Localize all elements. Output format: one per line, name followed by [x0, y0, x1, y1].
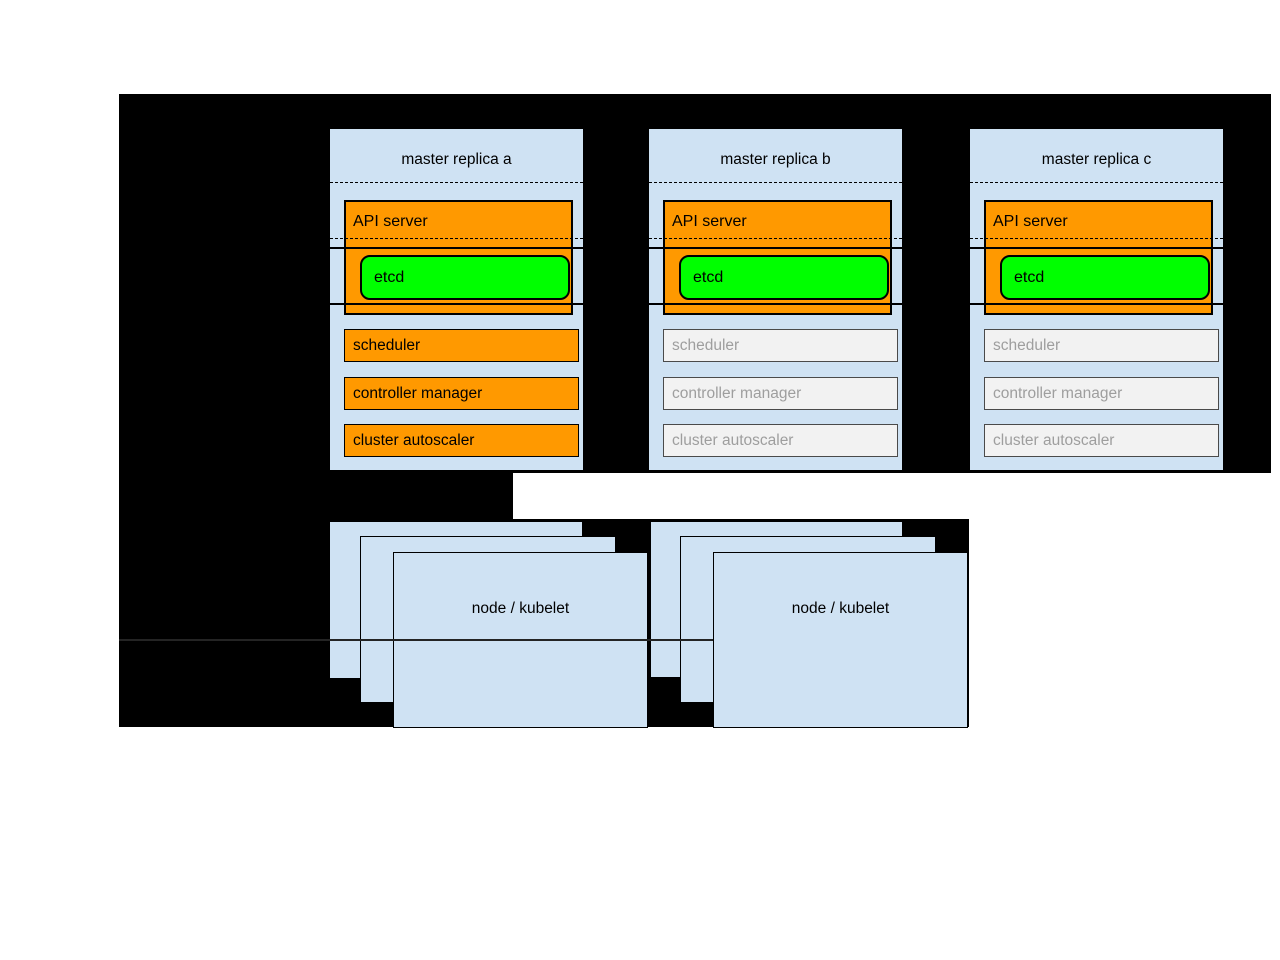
node-box-front: node / kubelet — [713, 552, 968, 728]
node-kubelet-label: node / kubelet — [471, 600, 570, 617]
node-kubelet-label: node / kubelet — [791, 600, 890, 617]
solid-divider — [330, 247, 583, 249]
dashed-divider — [970, 238, 1223, 239]
dashed-divider — [330, 182, 583, 183]
component-row-cluster-autoscaler: cluster autoscaler — [663, 424, 898, 457]
dashed-divider — [649, 238, 902, 239]
component-row-scheduler: scheduler — [663, 329, 898, 362]
solid-divider — [330, 303, 583, 305]
dashed-divider — [330, 238, 583, 239]
solid-divider — [649, 303, 902, 305]
etcd-box: etcd — [1000, 255, 1210, 300]
cluster-connector-line — [119, 639, 713, 641]
component-row-controller-manager: controller manager — [344, 377, 579, 410]
solid-divider — [970, 247, 1223, 249]
component-row-cluster-autoscaler: cluster autoscaler — [344, 424, 579, 457]
master-replica-c-box: master replica c API server etcd schedul… — [969, 128, 1224, 471]
component-row-controller-manager: controller manager — [984, 377, 1219, 410]
dashed-divider — [970, 182, 1223, 183]
component-row-scheduler: scheduler — [984, 329, 1219, 362]
replica-title: master replica a — [401, 151, 512, 168]
solid-divider — [970, 303, 1223, 305]
api-server-label: API server — [672, 213, 747, 230]
component-row-controller-manager: controller manager — [663, 377, 898, 410]
api-server-label: API server — [353, 213, 428, 230]
etcd-box: etcd — [679, 255, 889, 300]
component-row-cluster-autoscaler: cluster autoscaler — [984, 424, 1219, 457]
canvas-backdrop-band — [119, 473, 513, 519]
component-row-scheduler: scheduler — [344, 329, 579, 362]
api-server-label: API server — [993, 213, 1068, 230]
dashed-divider — [649, 182, 902, 183]
master-replica-b-box: master replica b API server etcd schedul… — [648, 128, 903, 471]
replica-title: master replica c — [1041, 151, 1152, 168]
master-replica-a-box: master replica a API server etcd schedul… — [329, 128, 584, 471]
solid-divider — [649, 247, 902, 249]
replica-title: master replica b — [720, 151, 831, 168]
etcd-box: etcd — [360, 255, 570, 300]
